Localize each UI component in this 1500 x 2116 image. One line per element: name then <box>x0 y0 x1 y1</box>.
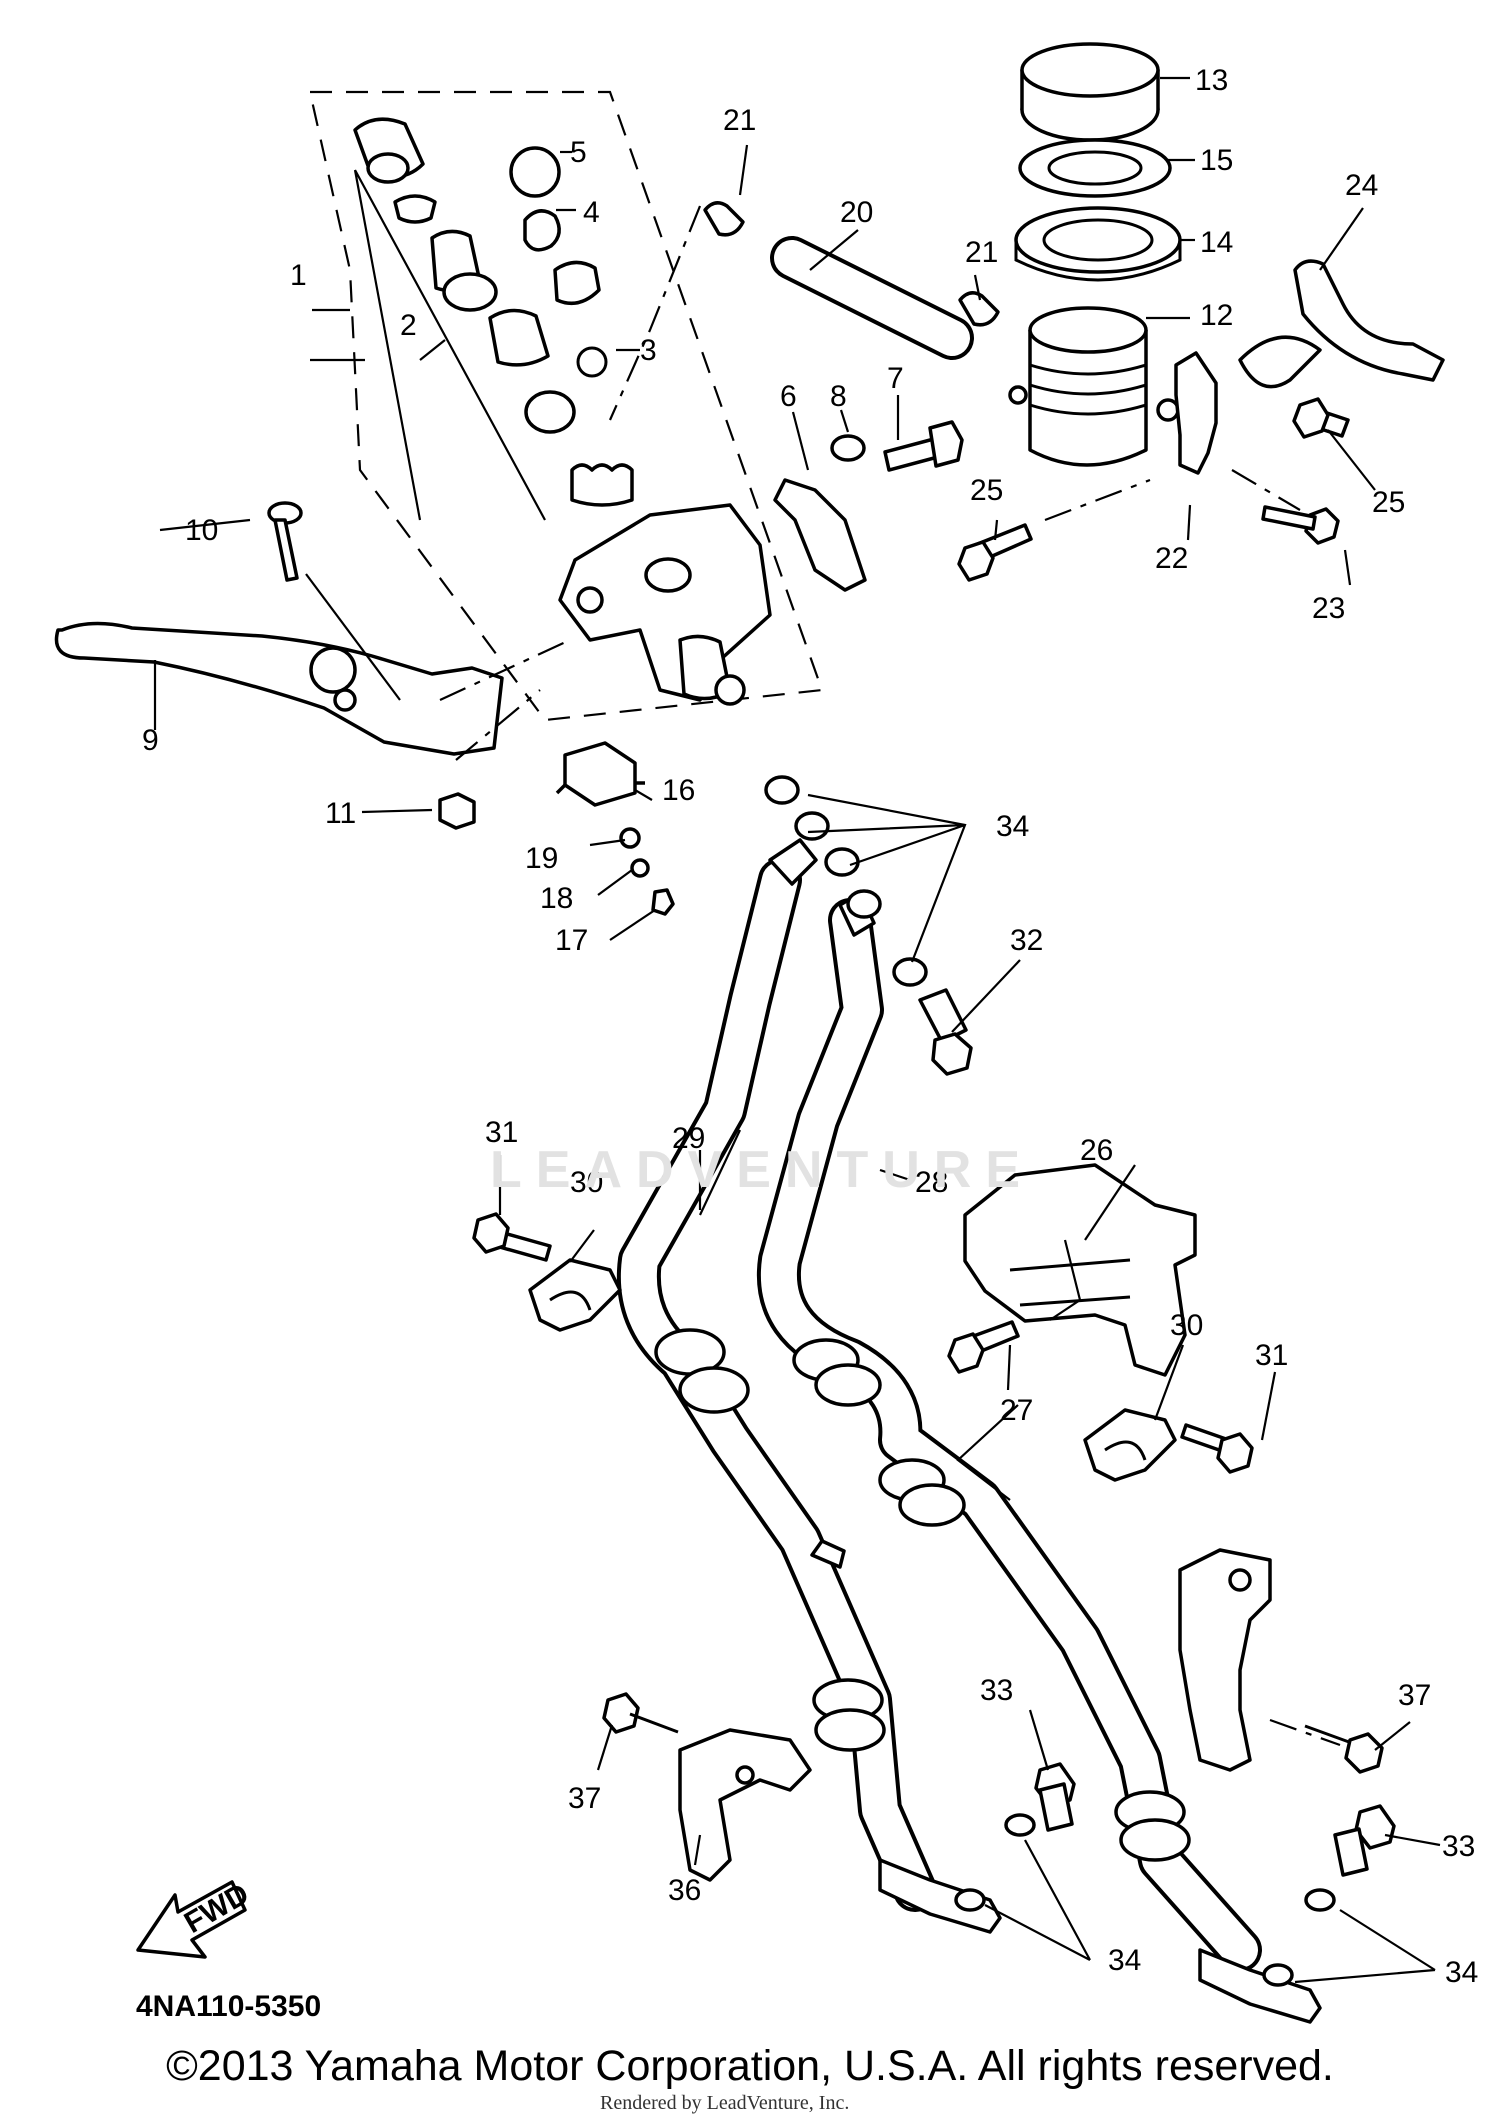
callout-34c: 34 <box>1445 1956 1478 1989</box>
callout-23: 23 <box>1312 592 1345 625</box>
callout-18: 18 <box>540 882 573 915</box>
callout-17: 17 <box>555 924 588 957</box>
callout-37a: 37 <box>568 1782 601 1815</box>
callout-33a: 33 <box>980 1674 1013 1707</box>
reservoir-bolt-right <box>1292 397 1350 439</box>
callout-6: 6 <box>780 380 797 413</box>
callout-22: 22 <box>1155 542 1188 575</box>
callout-numbers: 1 2 3 4 5 6 7 8 9 10 11 12 13 14 15 16 1… <box>142 64 1478 1989</box>
reservoir-bracket <box>1174 351 1218 475</box>
callout-30a: 30 <box>570 1166 603 1199</box>
bracket-screw <box>1261 505 1340 545</box>
holder-bolt-right <box>1180 1423 1254 1474</box>
callout-25b: 25 <box>1372 486 1405 519</box>
callout-24: 24 <box>1345 169 1378 202</box>
callout-3: 3 <box>640 334 657 367</box>
copper-washers <box>764 775 1336 1987</box>
reservoir-tank <box>1008 306 1180 467</box>
callout-2: 2 <box>400 309 417 342</box>
hose-grommets <box>654 1328 1191 1862</box>
callout-4: 4 <box>583 196 600 229</box>
callout-31a: 31 <box>485 1116 518 1149</box>
joint-bolt <box>947 1320 1020 1374</box>
callout-14: 14 <box>1200 226 1233 259</box>
callout-28: 28 <box>915 1166 948 1199</box>
lever-pivot-bolt <box>267 501 303 582</box>
callout-10: 10 <box>185 514 218 547</box>
callout-27: 27 <box>1000 1394 1033 1427</box>
brake-lever <box>54 621 504 756</box>
stay-bolt-right <box>1304 1724 1384 1774</box>
callout-34b: 34 <box>1108 1944 1141 1977</box>
holder-bolt-left <box>472 1212 552 1262</box>
brake-hose-29 <box>616 858 937 1912</box>
callout-21a: 21 <box>723 104 756 137</box>
caliper-union-bolt-right <box>1333 1804 1396 1877</box>
handlebar-clamp <box>773 478 867 592</box>
clamp-bolt <box>883 420 964 472</box>
callout-32: 32 <box>1010 924 1043 957</box>
hose-stay-left <box>678 1728 812 1882</box>
callout-16: 16 <box>662 774 695 807</box>
reservoir-diaphragm <box>1014 206 1182 282</box>
reservoir-cap <box>1020 42 1160 142</box>
union-bolt <box>918 988 973 1076</box>
brake-hose-joint <box>963 1163 1197 1377</box>
master-cylinder-kit-outline <box>308 90 824 722</box>
callout-25a: 25 <box>970 474 1003 507</box>
callout-15: 15 <box>1200 144 1233 177</box>
caliper-union-bolt-left <box>1034 1762 1076 1832</box>
callout-21b: 21 <box>965 236 998 269</box>
hose-holder-left <box>528 1258 622 1332</box>
copyright-line: ©2013 Yamaha Motor Corporation, U.S.A. A… <box>166 2042 1334 2090</box>
callout-36: 36 <box>668 1874 701 1907</box>
callout-1: 1 <box>290 259 307 292</box>
rendered-by-line: Rendered by LeadVenture, Inc. <box>600 2092 850 2114</box>
callout-20: 20 <box>840 196 873 229</box>
hose-lower-fittings <box>878 1858 1322 2024</box>
callout-12: 12 <box>1200 299 1233 332</box>
callout-31b: 31 <box>1255 1339 1288 1372</box>
callout-leaders <box>153 76 1441 1984</box>
callout-37b: 37 <box>1398 1679 1431 1712</box>
callout-11: 11 <box>325 797 356 830</box>
fwd-label: FWD <box>179 1877 255 1940</box>
callout-19: 19 <box>525 842 558 875</box>
brake-light-switch <box>555 741 645 807</box>
callout-7: 7 <box>887 362 904 395</box>
master-cylinder-body <box>558 503 772 706</box>
callout-9: 9 <box>142 724 159 757</box>
callout-13: 13 <box>1195 64 1228 97</box>
reservoir-plate <box>1018 138 1172 198</box>
lever-pivot-nut <box>438 792 476 830</box>
callout-34a: 34 <box>996 810 1029 843</box>
stay-bolt-left <box>602 1692 679 1734</box>
hose-stay-right <box>1178 1548 1272 1772</box>
callout-30b: 30 <box>1170 1309 1203 1342</box>
callout-5: 5 <box>570 136 587 169</box>
callout-26: 26 <box>1080 1134 1113 1167</box>
reservoir-bolt-left <box>957 523 1033 582</box>
hose-holder-right <box>1083 1408 1177 1482</box>
callout-8: 8 <box>830 380 847 413</box>
callout-29: 29 <box>672 1122 705 1155</box>
watermark: LEADVENTURE <box>490 1141 1035 1199</box>
diagram-code: 4NA110-5350 <box>136 1990 322 2023</box>
callout-33b: 33 <box>1442 1830 1475 1863</box>
reservoir-stay <box>1238 259 1445 389</box>
forward-direction-arrow: FWD <box>136 1877 255 1959</box>
piston-kit-parts <box>353 117 634 507</box>
